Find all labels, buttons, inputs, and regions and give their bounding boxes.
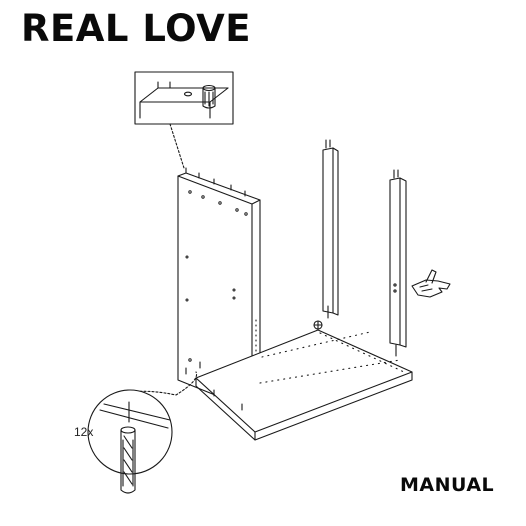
dowel-icon: [121, 427, 135, 493]
detail-callout: [135, 72, 233, 168]
pointing-hand-icon: [412, 270, 450, 297]
page-title: REAL LOVE: [21, 7, 251, 50]
dowel-icon: [203, 86, 215, 109]
base-panel: [186, 321, 412, 440]
dowel-zoom-callout: [88, 372, 197, 493]
manual-label: MANUAL: [400, 474, 495, 496]
dowel-quantity-label: 12x: [74, 425, 94, 439]
rail-left: [323, 140, 338, 318]
rail-right: [390, 170, 406, 356]
